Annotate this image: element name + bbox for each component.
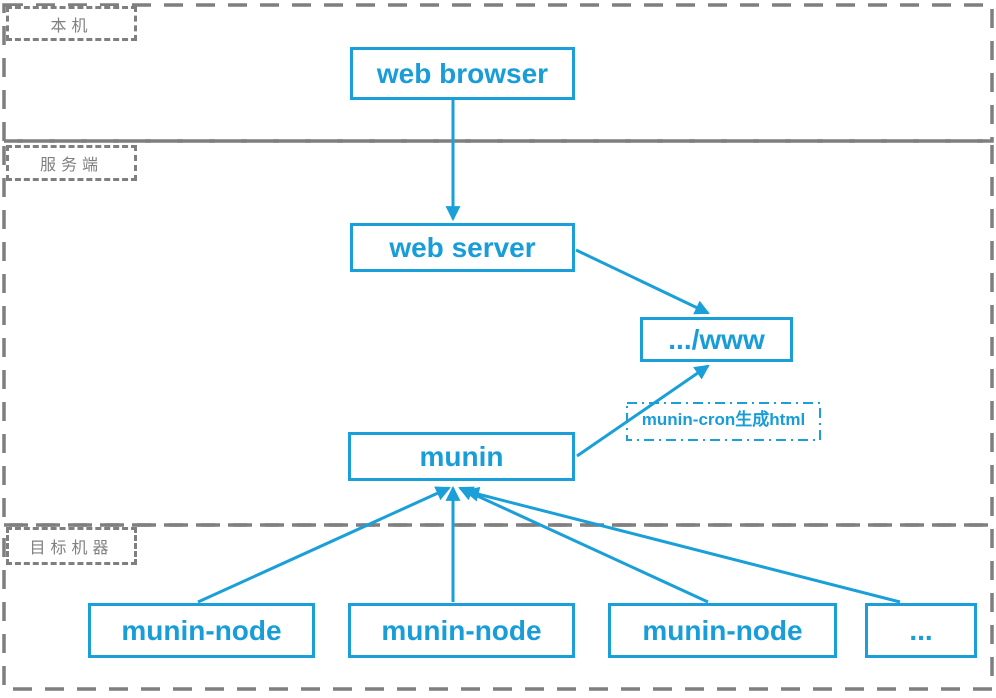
region-label-server-side: 服务端	[6, 145, 137, 181]
node-munin-node-1-label: munin-node	[121, 614, 282, 646]
node-more-nodes: ...	[865, 603, 977, 658]
region-label-local-machine-text: 本机	[50, 17, 93, 35]
node-munin: munin	[348, 432, 575, 481]
node-munin-node-1: munin-node	[88, 603, 315, 658]
annotation-frame	[626, 402, 821, 441]
node-more-nodes-label: ...	[909, 614, 933, 646]
connector-webserver-to-www	[575, 248, 710, 315]
region-label-target-machines-text: 目标机器	[29, 540, 114, 557]
connector-morenodes-to-munin	[463, 486, 901, 604]
connector-node3-to-munin	[458, 486, 709, 604]
node-www-dir: .../www	[640, 317, 793, 362]
node-munin-label: munin	[419, 440, 504, 472]
region-label-local-machine: 本机	[6, 6, 137, 41]
node-web-server: web server	[350, 223, 575, 272]
region-label-target-machines: 目标机器	[6, 527, 137, 565]
annotation-munin-cron: munin-cron生成html	[641, 410, 806, 429]
node-web-server-label: web server	[389, 231, 536, 263]
node-munin-node-2: munin-node	[348, 603, 575, 658]
connector-munin-to-www	[576, 364, 710, 458]
node-web-browser-label: web browser	[376, 57, 549, 89]
region-target-machines-frame	[2, 523, 994, 691]
node-munin-node-3-label: munin-node	[642, 614, 803, 646]
node-munin-node-2-label: munin-node	[381, 614, 542, 646]
node-web-browser: web browser	[350, 47, 575, 100]
region-label-server-side-text: 服务端	[39, 157, 103, 174]
connector-node1-to-munin	[197, 486, 451, 604]
node-www-dir-label: .../www	[668, 323, 765, 355]
node-munin-node-3: munin-node	[608, 603, 837, 658]
